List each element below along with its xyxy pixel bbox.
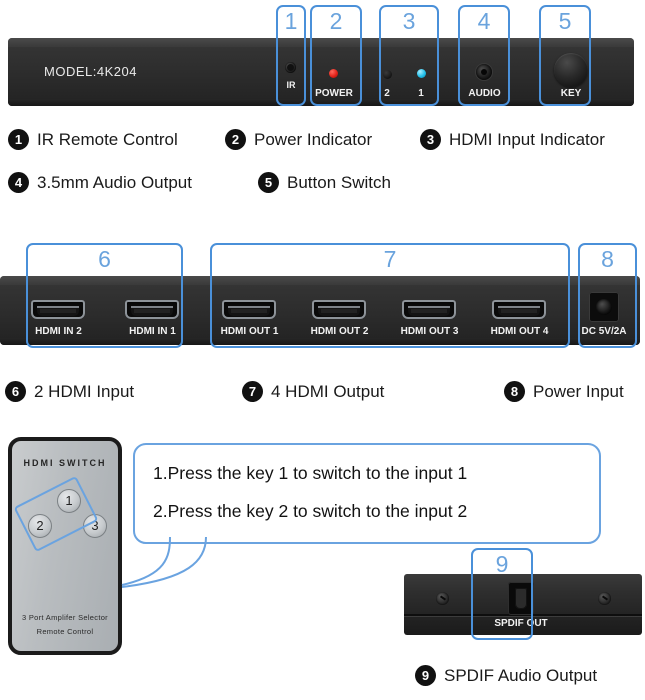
model-label: MODEL:4K204 (44, 64, 137, 79)
chassis-top-bevel (8, 38, 634, 47)
chassis-bottom-bevel (8, 99, 634, 106)
spdif-out-label: SPDIF OUT (494, 618, 548, 629)
legend-item-4: 4 3.5mm Audio Output (8, 172, 192, 193)
spdif-left-screw (436, 592, 449, 605)
hdmi-out-4-label: HDMI OUT 4 (490, 326, 549, 337)
callout-number-8: 8 (601, 246, 614, 272)
legend-label-1: IR Remote Control (37, 129, 178, 149)
hdmi-out-3-port[interactable] (402, 300, 456, 319)
legend-bullet-4: 4 (8, 172, 29, 193)
dc-power-jack[interactable] (589, 292, 619, 322)
legend-item-2: 2 Power Indicator (225, 129, 372, 150)
ir-receiver-icon (285, 62, 296, 73)
spdif-panel-seam (404, 614, 642, 616)
remote-buttons-highlight-box (13, 475, 99, 553)
hdmi-out-1-label: HDMI OUT 1 (220, 326, 279, 337)
legend-bullet-1: 1 (8, 129, 29, 150)
legend-item-3: 3 HDMI Input Indicator (420, 129, 605, 150)
legend-label-3: HDMI Input Indicator (449, 129, 605, 149)
remote-button-2[interactable]: 2 (28, 514, 52, 538)
rear-panel-chassis: HDMI IN 2 HDMI IN 1 HDMI OUT 1 HDMI OUT … (0, 276, 640, 345)
legend-item-9: 9 SPDIF Audio Output (415, 665, 597, 686)
spdif-toslink-port[interactable] (508, 582, 534, 615)
hdmi-out-4-port[interactable] (492, 300, 546, 319)
legend-label-4: 3.5mm Audio Output (37, 172, 192, 192)
remote-control: HDMI SWITCH 1 2 3 3 Port Amplifer Select… (8, 437, 122, 655)
hdmi-in-1-label: HDMI IN 1 (129, 326, 176, 337)
callout-number-5: 5 (558, 8, 572, 34)
remote-footer-line-1: 3 Port Amplifer Selector (22, 613, 108, 622)
legend-item-7: 7 4 HDMI Output (242, 381, 384, 402)
legend-label-5: Button Switch (287, 172, 391, 192)
legend-bullet-6: 6 (5, 381, 26, 402)
input-2-led-indicator (383, 70, 392, 79)
legend-item-6: 6 2 HDMI Input (5, 381, 134, 402)
legend-bullet-8: 8 (504, 381, 525, 402)
power-label: POWER (315, 88, 353, 99)
legend-label-6: 2 HDMI Input (34, 381, 135, 401)
legend-bullet-9: 9 (415, 665, 436, 686)
input-1-label: 1 (418, 88, 424, 99)
key-push-button[interactable] (554, 53, 588, 87)
hdmi-out-2-label: HDMI OUT 2 (310, 326, 369, 337)
legend-item-1: 1 IR Remote Control (8, 129, 178, 150)
callout-number-1: 1 (284, 8, 298, 34)
hdmi-out-3-label: HDMI OUT 3 (400, 326, 459, 337)
callout-number-3: 3 (402, 8, 416, 34)
rear-chassis-bottom-bevel (0, 338, 640, 345)
rear-chassis-top-bevel (0, 276, 640, 285)
key-label: KEY (560, 88, 582, 99)
instructions-bubble: 1.Press the key 1 to switch to the input… (133, 443, 601, 544)
legend-item-5: 5 Button Switch (258, 172, 391, 193)
instruction-line-1: 1.Press the key 1 to switch to the input… (153, 463, 468, 483)
dc-power-label: DC 5V/2A (581, 326, 627, 337)
dc-jack-pin (602, 305, 606, 309)
legend-bullet-2: 2 (225, 129, 246, 150)
hdmi-in-1-port[interactable] (125, 300, 179, 319)
legend-item-8: 8 Power Input (504, 381, 624, 402)
remote-button-3[interactable]: 3 (83, 514, 107, 538)
legend-label-8: Power Input (533, 381, 624, 401)
hdmi-out-1-port[interactable] (222, 300, 276, 319)
bubble-tail (121, 536, 207, 588)
input-1-led-indicator (417, 69, 426, 78)
legend-label-2: Power Indicator (254, 129, 373, 149)
ir-label: IR (286, 80, 296, 90)
hdmi-in-2-label: HDMI IN 2 (35, 326, 82, 337)
callout-number-7: 7 (383, 246, 397, 272)
callout-number-2: 2 (329, 8, 343, 34)
spdif-panel-chassis: SPDIF OUT (404, 574, 642, 635)
callout-number-6: 6 (98, 246, 111, 272)
remote-button-1[interactable]: 1 (57, 489, 81, 513)
remote-title-label: HDMI SWITCH (23, 458, 107, 468)
legend-label-9: SPDIF Audio Output (444, 665, 598, 685)
legend-label-7: 4 HDMI Output (271, 381, 385, 401)
remote-footer-line-2: Remote Control (36, 627, 94, 636)
hdmi-in-2-port[interactable] (31, 300, 85, 319)
legend-bullet-7: 7 (242, 381, 263, 402)
instruction-line-2: 2.Press the key 2 to switch to the input… (153, 501, 468, 521)
input-2-label: 2 (384, 88, 390, 99)
callout-number-4: 4 (477, 8, 491, 34)
hdmi-out-2-port[interactable] (312, 300, 366, 319)
spdif-right-screw (598, 592, 611, 605)
audio-jack-port[interactable] (476, 64, 492, 80)
legend-bullet-3: 3 (420, 129, 441, 150)
audio-label: AUDIO (468, 88, 501, 99)
front-panel-chassis: MODEL:4K204 IR POWER 2 1 AUDIO KEY (8, 38, 634, 106)
power-led-indicator (329, 69, 338, 78)
legend-bullet-5: 5 (258, 172, 279, 193)
